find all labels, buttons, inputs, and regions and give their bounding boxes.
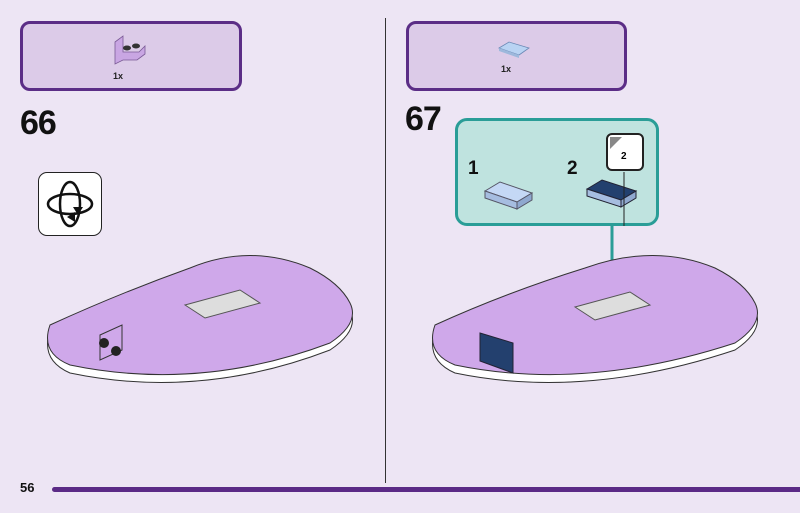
page-progress-bar — [52, 487, 800, 492]
model-illustration-step-67 — [432, 255, 758, 383]
parts-list-step-66: 1x — [20, 21, 242, 91]
part-quantity: 1x — [113, 71, 124, 81]
tile-1x2-icon — [483, 181, 534, 210]
substep-number: 1 — [468, 158, 479, 179]
rotate-model-icon — [38, 172, 102, 236]
part-quantity: 1x — [501, 64, 512, 74]
tile-1x2-icon — [498, 41, 530, 58]
page-number: 56 — [20, 480, 35, 495]
step-number: 67 — [405, 100, 442, 138]
model-illustration-step-66 — [47, 255, 353, 383]
step-number: 66 — [20, 104, 57, 142]
sticker-number: 2 — [621, 151, 627, 162]
sticker-icon: 2 — [606, 133, 644, 171]
bracket-1x2-icon — [114, 35, 146, 65]
substep-number: 2 — [567, 158, 578, 179]
parts-list-step-67: 1x — [406, 21, 627, 91]
step-divider — [385, 18, 386, 483]
